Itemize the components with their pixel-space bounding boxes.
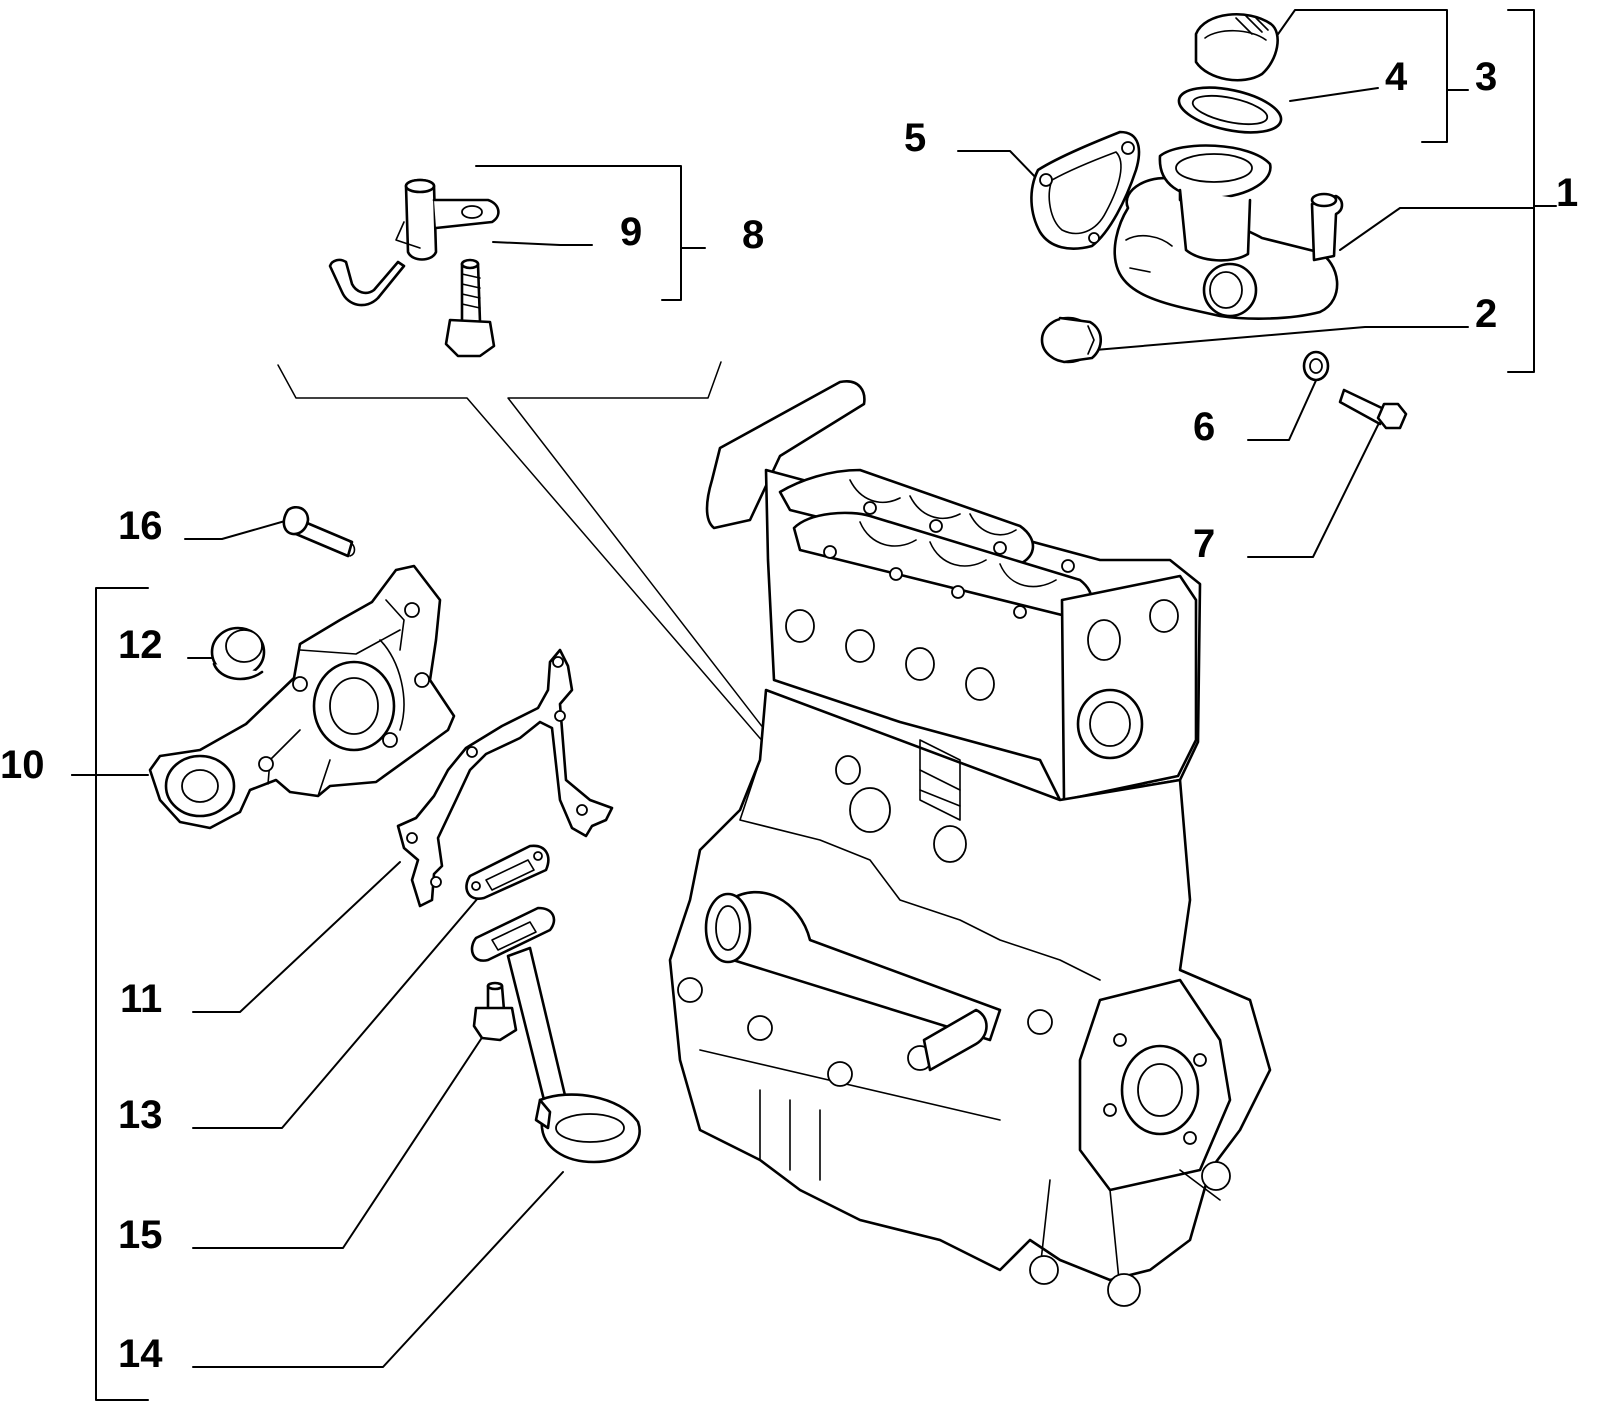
callout-2: 2: [1475, 292, 1497, 336]
callout-5: 5: [904, 116, 926, 160]
gasket-ring-icon: [1177, 86, 1283, 134]
oil-filler-cap-icon: [1194, 12, 1279, 82]
gasket-13-icon: [465, 844, 550, 900]
callout-11: 11: [120, 977, 162, 1021]
callout-16: 16: [118, 504, 163, 548]
bolt-16-icon: [282, 506, 356, 558]
callout-13: 13: [118, 1093, 163, 1137]
engine-block-icon: [668, 380, 1272, 1307]
leader-lines: [71, 9, 1557, 1401]
oil-pickup-icon: [470, 906, 641, 1164]
bolt-9-icon: [444, 258, 496, 358]
callout-9: 9: [620, 210, 642, 254]
callout-14: 14: [118, 1332, 163, 1376]
callout-labels: 1 2 3 4 5 6 7 8 9 10 11 12 13 14 15 16: [0, 55, 1578, 1376]
plug-2-icon: [1040, 316, 1103, 364]
thermostat-housing-icon: [1113, 144, 1344, 320]
callout-4: 4: [1385, 55, 1408, 99]
callout-10: 10: [0, 743, 45, 787]
gasket-11-icon: [396, 648, 614, 908]
washer-6-icon: [1302, 350, 1330, 382]
callout-12: 12: [118, 623, 163, 667]
callout-3: 3: [1475, 55, 1497, 99]
sensor-8-icon: [328, 178, 500, 307]
callout-15: 15: [118, 1213, 163, 1257]
oil-pump-icon: [148, 564, 456, 830]
callout-6: 6: [1193, 405, 1215, 449]
seal-12-icon: [210, 626, 266, 681]
gasket-5-icon: [1030, 130, 1141, 250]
bolt-15-icon: [472, 981, 518, 1042]
callout-1: 1: [1556, 171, 1578, 215]
bolt-7-icon: [1338, 388, 1408, 430]
callout-8: 8: [742, 213, 764, 257]
callout-7: 7: [1193, 522, 1215, 566]
